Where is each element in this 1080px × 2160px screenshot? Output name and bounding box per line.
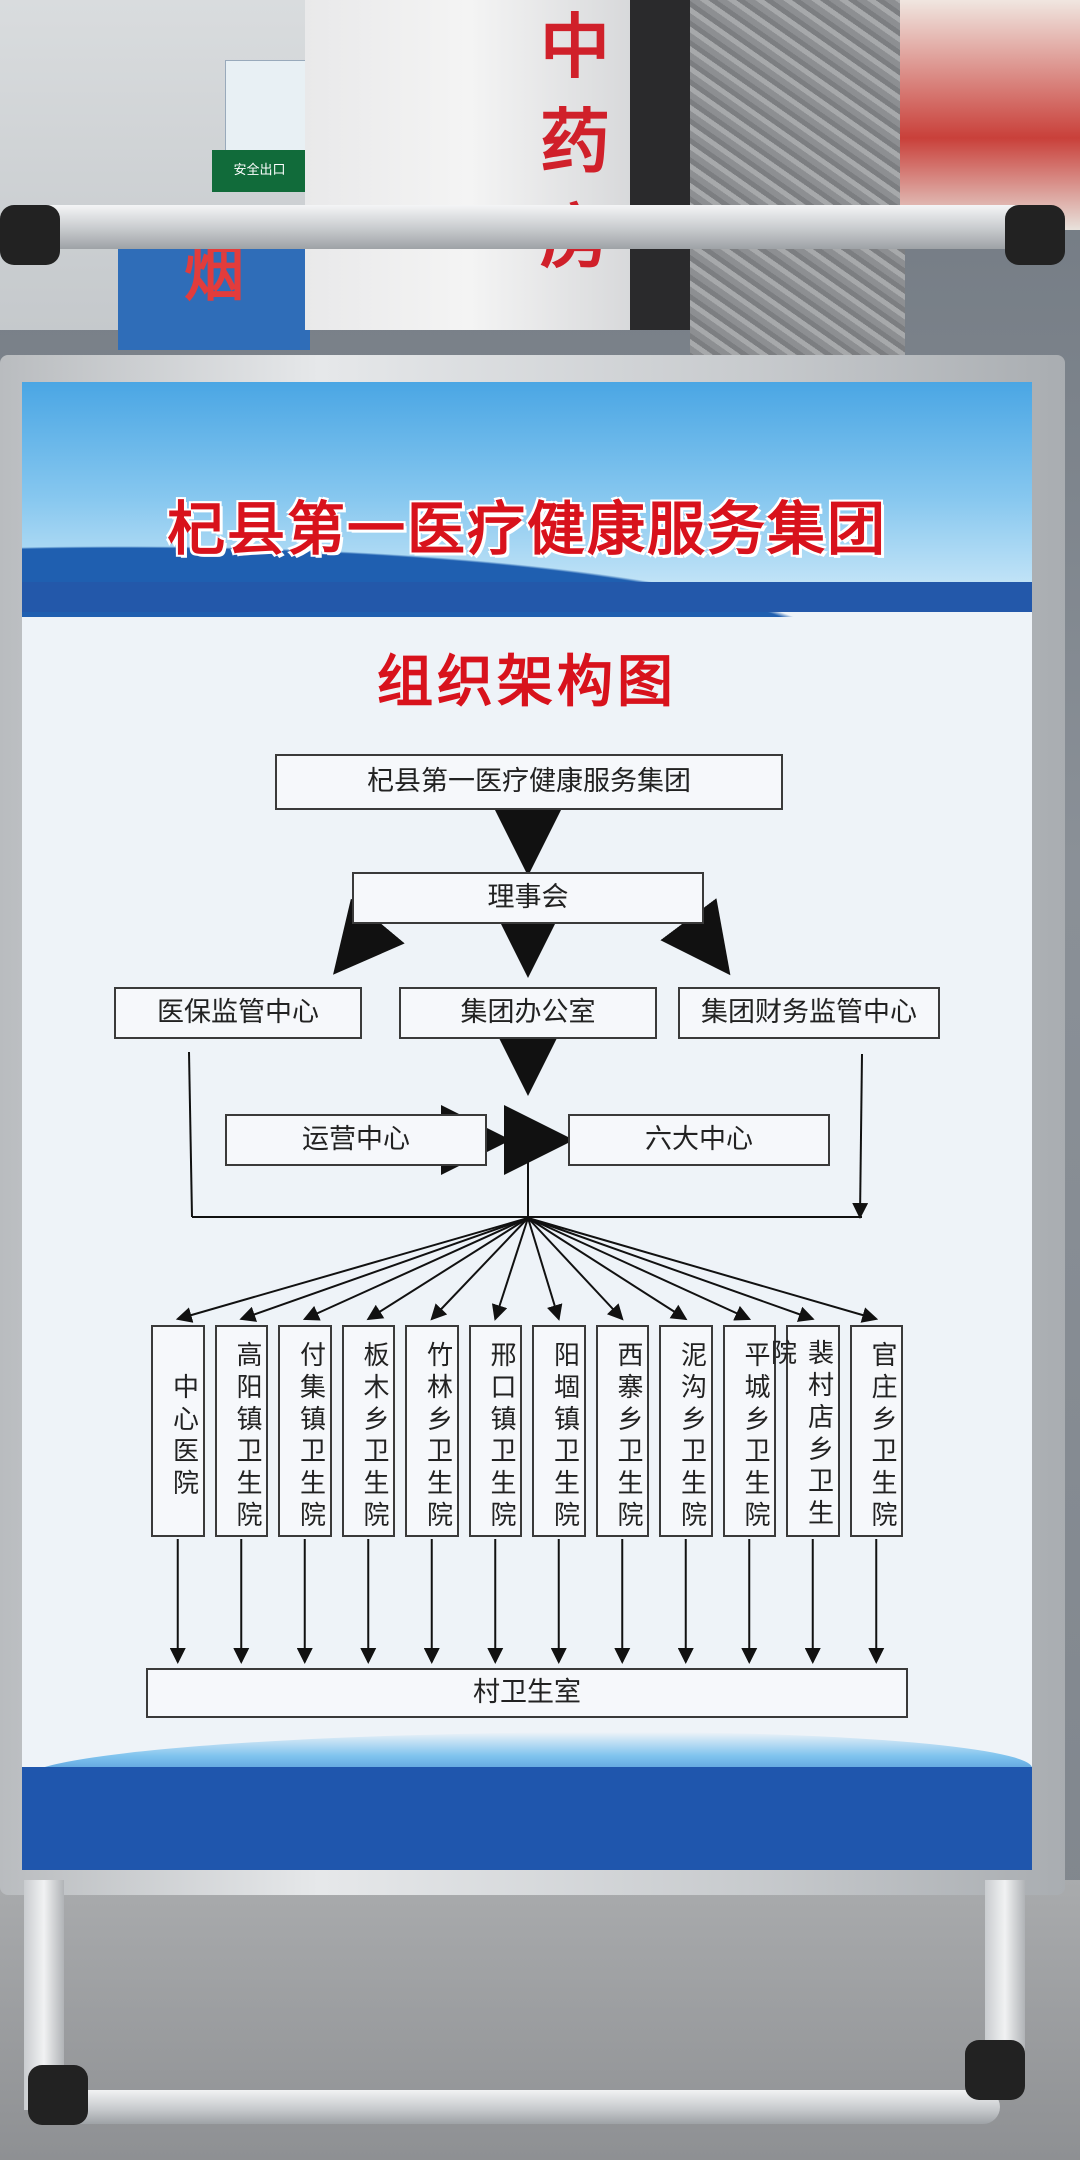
pillar: 中 药 房 [305,0,635,330]
node-hospital: 官庄乡卫生院 [849,1325,903,1537]
pharmacy-char: 中 [540,6,610,88]
node-hospital: 泥沟乡卫生院 [659,1325,713,1537]
node-hospital: 中心医院 [151,1325,205,1537]
fan-arrow [366,1217,529,1321]
node-hospital: 阳堌镇卫生院 [532,1325,586,1537]
board-title: 杞县第一医疗健康服务集团 [166,495,887,563]
fan-arrow [302,1217,529,1321]
node-council: 理事会 [352,872,704,924]
doorway [630,0,690,330]
fan-arrow [239,1217,529,1322]
wifi-sign [225,60,307,152]
fan-arrow [527,1217,752,1321]
node-hospital: 邢口镇卫生院 [468,1325,522,1537]
node-group-office: 集团办公室 [399,987,657,1039]
node-root: 杞县第一医疗健康服务集团 [275,754,783,810]
fan-arrow [527,1217,624,1321]
stand-corner [1005,205,1065,265]
node-finance-center: 集团财务监管中心 [678,987,940,1039]
fan-arrow [491,1217,529,1321]
node-hospital: 裴村店乡卫生院 [767,1325,840,1537]
exit-sign: 安全出口 [212,150,307,192]
node-hospital: 西寨乡卫生院 [595,1325,649,1537]
header-stripe [22,582,1032,612]
poster [900,0,1080,230]
fan-arrow [527,1217,688,1321]
fan-arrow [527,1217,563,1321]
org-chart-board: 杞县第一医疗健康服务集团 组织架构图 杞县第一医疗健康服务集团 理事会 医保监管… [22,382,1032,1870]
fan-arrow [430,1217,529,1321]
node-operations: 运营中心 [225,1114,487,1166]
arrow [660,898,731,976]
fan-arrow [527,1217,815,1322]
arrow [333,898,405,975]
node-hospital: 平城乡卫生院 [722,1325,776,1537]
node-six-centers: 六大中心 [568,1114,830,1166]
node-hospital: 付集镇卫生院 [278,1325,332,1537]
stand-leg [985,1880,1025,2060]
node-village-clinic: 村卫生室 [146,1668,908,1718]
fan-arrow [527,1217,879,1323]
stand-corner [965,2040,1025,2100]
board-subtitle: 组织架构图 [377,650,677,715]
stand-top-bar [30,205,1060,249]
stand-corner [28,2065,88,2125]
node-hospital: 高阳镇卫生院 [214,1325,268,1537]
node-insurance-center: 医保监管中心 [114,987,362,1039]
pharmacy-char: 药 [540,101,610,183]
fan-arrow [175,1217,529,1323]
stand-corner [0,205,60,265]
node-hospital: 板木乡卫生院 [341,1325,395,1537]
footer-band [22,1767,1032,1870]
stand-bottom-bar [60,2090,1000,2124]
line [188,1051,193,1218]
connector-lines [169,806,885,1664]
line [852,1053,869,1219]
node-hospital: 竹林乡卫生院 [405,1325,459,1537]
